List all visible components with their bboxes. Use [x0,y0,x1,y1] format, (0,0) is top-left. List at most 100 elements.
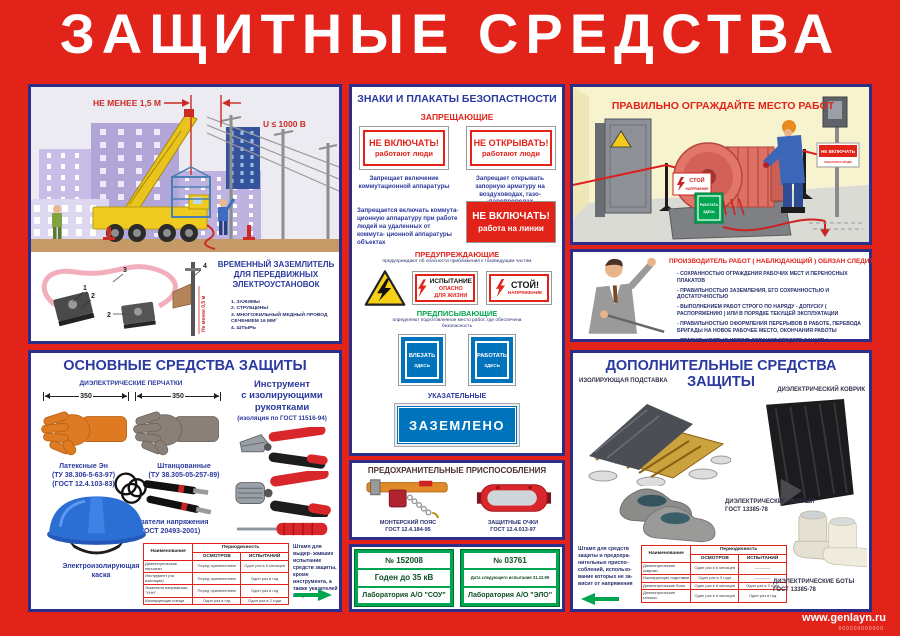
sign-rabota-na-linii: НЕ ВКЛЮЧАТЬ! работа на линии [466,201,556,243]
sign-rabotat-zdes: РАБОТАТЬ ЗДЕСЬ [468,334,516,386]
additional-means-title: ДОПОЛНИТЕЛЬНЫЕ СРЕДСТВА ЗАЩИТЫ [605,358,837,390]
table-cell: Перед применением [192,572,242,586]
grounding-list-item: 4. ШТЫРЬ [231,325,256,331]
table-cell: Один раз в год [240,584,289,598]
sign-text: НЕ ОТКРЫВАТЬ! [473,137,549,148]
supervisor-bullet: - ВЫПОЛНЕНИЕМ РАБОТ СТРОГО ПО НАРЯДУ - Д… [677,304,839,318]
table-header: ОСМОТРОВ [690,553,740,564]
table-cell: Один раз в 6 месяцев [690,589,740,603]
supervisor-heading: ПРОИЗВОДИТЕЛЬ РАБОТ ( НАБЛЮДАЮЩИЙ ) ОБЯЗ… [669,258,891,265]
galoshes-caption: ДИЭЛЕКТРИЧЕСКИЕ ГАЛОШИ ГОСТ 13385-78 [725,499,815,513]
do-not-switch-sign: НЕ ВКЛЮЧАТЬ РАБОТАЮТ ЛЮДИ [816,142,860,168]
dimension-350: 350 [135,391,221,401]
table-header: ОСМОТРОВ [192,551,242,562]
supervisor-bullet: - СОХРАННОСТЬЮ ОГРАЖДЕНИЯ РАБОЧИХ МЕСТ И… [677,271,848,284]
insulated-tools-gost: (изоляция по ГОСТ 11516-94) [237,415,327,422]
indicating-heading: УКАЗАТЕЛЬНЫЕ [427,393,487,400]
panel-crane-scene: НЕ МЕНЕЕ 1,5 М U ≤ 1000 В 1 2 3 2 4 Не м… [28,84,342,344]
stamped-glove-icon [133,411,219,456]
svg-text:РАБОТАТЬ: РАБОТАТЬ [700,203,719,207]
lightning-icon [495,279,505,297]
table-cell: Один раз в год [240,572,289,586]
dielectric-mat-icon [766,398,854,507]
depth-label: Не менее 0,5 м [201,295,207,332]
stamps-strip: № 152008 Годен до 35 кВ Лаборатория А/О … [349,544,565,612]
grounding-heading: ВРЕМЕННЫЙ ЗАЗЕМЛИТЕЛЬ ДЛЯ ПЕРЕДВИЖНЫХ ЭЛ… [217,260,335,289]
prescribing-subtitle: определяют подготовленное место работ, г… [392,318,522,329]
barcode-mark: 000000000000 [838,626,884,632]
additional-periodicity-table: Наименование Периодичность ОСМОТРОВ ИСПЫ… [640,544,787,603]
panel-basic-means: ОСНОВНЫЕ СРЕДСТВА ЗАЩИТЫ ДИЭЛЕКТРИЧЕСКИЕ… [28,350,342,612]
helmet-icon [47,496,146,555]
worker-green-figure [52,205,62,239]
goggles-caption: ЗАЩИТНЫЕ ОЧКИ ГОСТ 12.4.013-97 [487,520,539,533]
stop-voltage-sign: СТОЙ НАПРЯЖЕНИЕ [672,172,712,196]
supervisor-illustration [588,257,665,334]
svg-text:СТОЙ: СТОЙ [689,176,704,184]
website-url: www.genlayn.ru [802,612,886,624]
table-header: ИСПЫТАНИЙ [240,551,289,562]
panel-safety-devices: ПРЕДОХРАНИТЕЛЬНЫЕ ПРИСПОСОБЛЕНИЯ МОНТЕРС… [349,460,565,540]
table-cell: Изолирующие клещи [142,596,194,606]
table-cell: Один раз в 6 месяцев [240,560,289,574]
insulating-stand-label: ИЗОЛИРУЮЩАЯ ПОДСТАВКА [579,378,668,384]
sign-text: СТОЙ! [510,280,539,290]
screwdriver-icon [236,522,328,536]
dimension-350: 350 [43,391,129,401]
table-cell: Один раз в 6 месяцев [690,581,740,591]
sign-ne-vklyuchat-lyudi: НЕ ВКЛЮЧАТЬ!работают люди [359,126,449,170]
latex-glove-icon [41,411,127,456]
sign-text: работа на линии [478,223,544,233]
sign-text: ЗДЕСЬ [484,362,500,368]
table-cell: Инструмент (на изоляции) [142,572,194,586]
panel-additional-means: ДОПОЛНИТЕЛЬНЫЕ СРЕДСТВА ЗАЩИТЫ ИЗОЛИРУЮЩ… [570,350,872,612]
prohibiting-note: Запрещается включать коммута- ционную ап… [357,207,459,247]
fence-scene-title: ПРАВИЛЬНО ОГРАЖДАЙТЕ МЕСТО РАБОТ [611,100,835,112]
grounding-list-item: 3. МНОГОЖИЛЬНЫЙ МЕДНЫЙ ПРОВОД СЕЧЕНИЕМ 1… [231,312,328,325]
table-cell: Один раз в год [192,596,242,606]
grounding-list: 1. ЗАЖИМЫ 2. СТРУБЦИНЫ 3. МНОГОЖИЛЬНЫЙ М… [231,300,335,332]
pliers-icon [235,471,331,517]
sign-vlezat-zdes: ВЛЕЗАТЬ ЗДЕСЬ [398,334,446,386]
gloves-label: ДИЭЛЕКТРИЧЕСКИЕ ПЕРЧАТКИ [79,380,183,387]
clamp-icon [121,301,156,329]
voltage-indicators-icon [114,472,212,515]
helmet-caption: Электроизолирующая каска [62,563,140,579]
sign-stoy-napryazhenie: СТОЙ! НАПРЯЖЕНИЕ [486,271,552,305]
work-here-sign: РАБОТАТЬ ЗДЕСЬ [694,192,724,224]
stamp-validity: Годен до 35 кВ [358,570,450,586]
glove1-caption: Латексные Эн (ТУ 38.306-5-63-97) (ГОСТ 1… [51,463,116,488]
part-number: 2 [107,312,111,319]
glove2-caption: Штанцованные (ТУ 38.305-05-257-89) [148,463,220,479]
belt-caption: МОНТЕРСКИЙ ПОЯС ГОСТ 12.4.184-95 [379,520,437,533]
panel-safety-signs: ЗНАКИ И ПЛАКАТЫ БЕЗОПАСТНОСТИ ЗАПРЕЩАЮЩИ… [349,84,565,456]
clamp-icon [53,291,95,327]
table-cell: Изолирующие подставки [640,574,692,583]
lightning-icon [418,279,427,297]
lineman-belt-icon [366,479,448,519]
insulated-tools-heading: Инструмент с изолирующими рукоятками [241,379,323,413]
svg-text:НАПРЯЖЕНИЕ: НАПРЯЖЕНИЕ [686,187,709,191]
supervisor-bullet: - ПРАВИЛЬНОСТЬЮ ОФОРМЛЕНИЯ ПЕРЕРЫВОВ В Р… [677,321,861,334]
warning-heading: ПРЕДУПРЕЖДАЮЩИЕ [414,250,500,259]
sign-zazemleno: ЗАЗЕМЛЕНО [394,403,520,447]
part-number: 4 [203,263,207,270]
fence-scene-illustration: СТОЙ НАПРЯЖЕНИЕ РАБОТАТЬ ЗДЕСЬ НЕ ВКЛЮЧА… [573,87,869,242]
grounding-list-item: 2. СТРУБЦИНЫ [231,306,268,312]
table-cell: Перед применением [192,584,242,598]
table-header: Периодичность [192,543,289,553]
voltage-label: U ≤ 1000 В [263,119,306,129]
table-cell: Указатели напряжения "УНН" [142,584,194,598]
svg-text:НЕ ВКЛЮЧАТЬ: НЕ ВКЛЮЧАТЬ [821,149,856,154]
additional-stamp-note: Штамп для средств защиты и предохра- нит… [578,546,633,588]
part-number: 3 [123,267,127,274]
sign-text: работают люди [374,148,434,158]
dielectric-boots-icon [793,510,867,568]
table-cell: Диэлектрические галоши [640,589,692,603]
table-cell: Один раз в 3 года [690,574,740,583]
high-voltage-triangle-icon [364,270,406,306]
sign-text: ВЛЕЗАТЬ [408,352,436,359]
poster-title: ЗАЩИТНЫЕ СРЕДСТВА [59,2,841,65]
worker-figure [763,120,805,213]
